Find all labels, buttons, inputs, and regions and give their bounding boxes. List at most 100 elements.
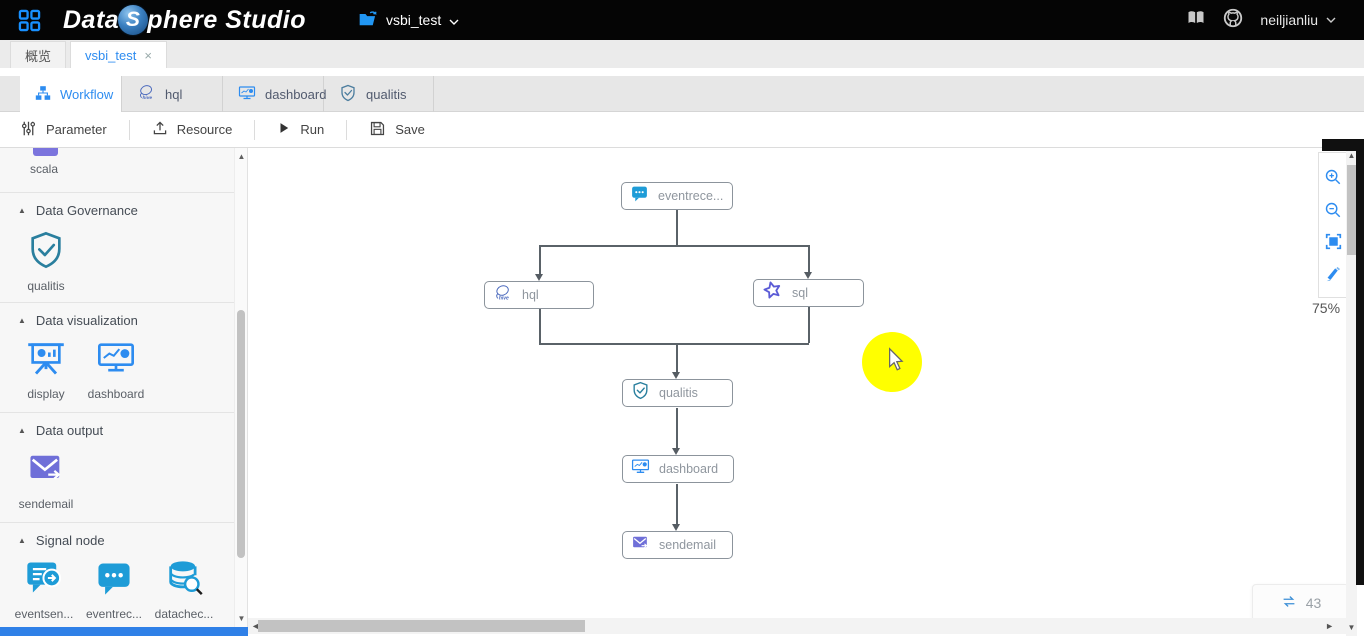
workflow-node-dashboard[interactable]: dashboard bbox=[622, 455, 734, 483]
palette-item-label: sendemail bbox=[18, 497, 74, 511]
sync-arrows-icon bbox=[1280, 595, 1298, 611]
palette-item-display[interactable]: display bbox=[10, 338, 82, 401]
scroll-up-arrow[interactable]: ▲ bbox=[237, 152, 246, 161]
scroll-left-arrow[interactable]: ◄ bbox=[251, 621, 260, 631]
section-data-output[interactable]: ▲ Data output bbox=[18, 423, 103, 438]
tab-dashboard[interactable]: dashboard bbox=[223, 76, 327, 112]
datacheck-icon bbox=[164, 558, 204, 603]
scroll-right-arrow[interactable]: ► bbox=[1325, 621, 1334, 631]
workflow-node-sendemail[interactable]: sendemail bbox=[622, 531, 733, 559]
sidebar-divider bbox=[0, 192, 234, 193]
edge-arrowhead bbox=[672, 524, 680, 531]
palette-item-qualitis[interactable]: qualitis bbox=[10, 230, 82, 293]
workflow-edge bbox=[808, 307, 810, 343]
edge-arrowhead bbox=[672, 448, 680, 455]
palette-item-label: eventsen... bbox=[14, 607, 74, 621]
zoom-in-icon[interactable] bbox=[1324, 168, 1342, 186]
section-title: Data Governance bbox=[35, 203, 138, 218]
dark-right-strip bbox=[1356, 151, 1364, 585]
zoom-out-icon[interactable] bbox=[1324, 201, 1342, 219]
section-data-governance[interactable]: ▲ Data Governance bbox=[18, 203, 138, 218]
palette-item-sendemail[interactable]: sendemail bbox=[10, 448, 82, 511]
bottom-left-accent-bar bbox=[0, 627, 248, 636]
section-title: Data output bbox=[35, 423, 104, 438]
parameter-button[interactable]: Parameter bbox=[0, 112, 129, 147]
user-menu[interactable]: neiljianliu bbox=[1260, 12, 1336, 28]
workflow-node-hql[interactable]: hive hql bbox=[484, 281, 594, 309]
tab-qualitis[interactable]: qualitis bbox=[324, 76, 434, 112]
workflow-edge bbox=[676, 210, 678, 245]
scroll-down-arrow[interactable]: ▼ bbox=[237, 614, 246, 623]
tab-workflow[interactable]: Workflow bbox=[20, 76, 122, 112]
palette-item-datacheck[interactable]: datachec... bbox=[148, 558, 220, 621]
shield-check-icon bbox=[631, 381, 650, 405]
toolbar-divider bbox=[128, 119, 130, 140]
save-label: Save bbox=[395, 122, 425, 137]
tab-hql[interactable]: hive hql bbox=[122, 76, 223, 112]
workflow-edge bbox=[539, 245, 541, 274]
parameter-label: Parameter bbox=[46, 122, 107, 137]
sidebar-divider bbox=[0, 522, 234, 523]
chevron-down-icon bbox=[449, 12, 459, 28]
svg-text:hive: hive bbox=[143, 95, 153, 101]
node-label: sendemail bbox=[659, 538, 716, 552]
scroll-up-arrow[interactable]: ▲ bbox=[1347, 151, 1356, 160]
workflow-toolbar: Parameter Resource Run Save bbox=[0, 112, 1364, 148]
section-signal-node[interactable]: ▲ Signal node bbox=[18, 533, 105, 548]
auto-layout-icon[interactable] bbox=[1325, 265, 1342, 282]
monitor-chart-icon bbox=[96, 338, 136, 383]
shield-check-icon bbox=[339, 84, 357, 105]
scrollbar-thumb[interactable] bbox=[237, 310, 245, 558]
workflow-edge bbox=[539, 343, 809, 345]
toolbar-divider bbox=[346, 119, 348, 140]
github-icon[interactable] bbox=[1222, 7, 1244, 34]
upload-icon bbox=[152, 120, 168, 139]
logo-sphere-icon: S bbox=[118, 5, 149, 35]
apps-grid-icon[interactable] bbox=[18, 9, 41, 32]
scrollbar-thumb[interactable] bbox=[1347, 165, 1356, 255]
scroll-down-arrow[interactable]: ▼ bbox=[1347, 623, 1356, 632]
save-button[interactable]: Save bbox=[347, 112, 447, 147]
project-selector[interactable]: vsbi_test bbox=[358, 9, 459, 32]
workflow-edge bbox=[676, 484, 678, 524]
workflow-node-eventreceiver[interactable]: eventrece... bbox=[621, 182, 733, 210]
toolbar-divider bbox=[254, 119, 256, 140]
canvas-vertical-scrollbar[interactable]: ▲ ▼ bbox=[1346, 148, 1357, 636]
edge-arrowhead bbox=[535, 274, 543, 281]
palette-item-dashboard[interactable]: dashboard bbox=[80, 338, 152, 401]
resource-label: Resource bbox=[176, 122, 233, 137]
project-name: vsbi_test bbox=[385, 12, 442, 28]
mail-send-icon bbox=[26, 448, 66, 493]
collapse-arrow-icon: ▲ bbox=[18, 536, 26, 545]
close-icon[interactable]: × bbox=[144, 47, 152, 63]
scrollbar-thumb[interactable] bbox=[258, 620, 585, 632]
run-button[interactable]: Run bbox=[255, 112, 346, 147]
tab-workspace-vsbi-test[interactable]: vsbi_test × bbox=[70, 41, 167, 68]
editor-tab-bar: Workflow hive hql dashboard qualitis bbox=[0, 76, 1364, 112]
resource-button[interactable]: Resource bbox=[130, 112, 255, 147]
workflow-canvas[interactable]: eventrece... hive hql sql qualitis dashb… bbox=[248, 148, 1346, 618]
play-icon bbox=[277, 121, 291, 138]
tab-overview-label: 概览 bbox=[25, 48, 52, 64]
node-label: eventrece... bbox=[658, 189, 724, 203]
palette-item-eventsender[interactable]: eventsen... bbox=[8, 558, 80, 621]
sidebar-scrollbar[interactable]: ▲ ▼ bbox=[234, 148, 247, 627]
edge-arrowhead bbox=[672, 372, 680, 379]
workflow-edge bbox=[676, 343, 678, 372]
event-receiver-icon bbox=[630, 184, 649, 208]
workflow-node-qualitis[interactable]: qualitis bbox=[622, 379, 733, 407]
tab-dashboard-label: dashboard bbox=[265, 86, 327, 102]
section-data-visualization[interactable]: ▲ Data visualization bbox=[18, 313, 138, 328]
workflow-icon bbox=[35, 85, 51, 104]
workflow-node-sql[interactable]: sql bbox=[753, 279, 864, 307]
tab-overview[interactable]: 概览 bbox=[10, 41, 67, 68]
canvas-horizontal-scrollbar[interactable]: ◄ ► bbox=[248, 618, 1346, 634]
spark-star-icon bbox=[762, 280, 783, 306]
docs-book-icon[interactable] bbox=[1186, 8, 1206, 33]
scala-icon[interactable] bbox=[33, 148, 58, 156]
palette-item-eventreceiver[interactable]: eventrec... bbox=[78, 558, 150, 621]
switch-counter-badge[interactable]: 43 bbox=[1252, 584, 1346, 618]
fit-view-icon[interactable] bbox=[1325, 233, 1342, 250]
